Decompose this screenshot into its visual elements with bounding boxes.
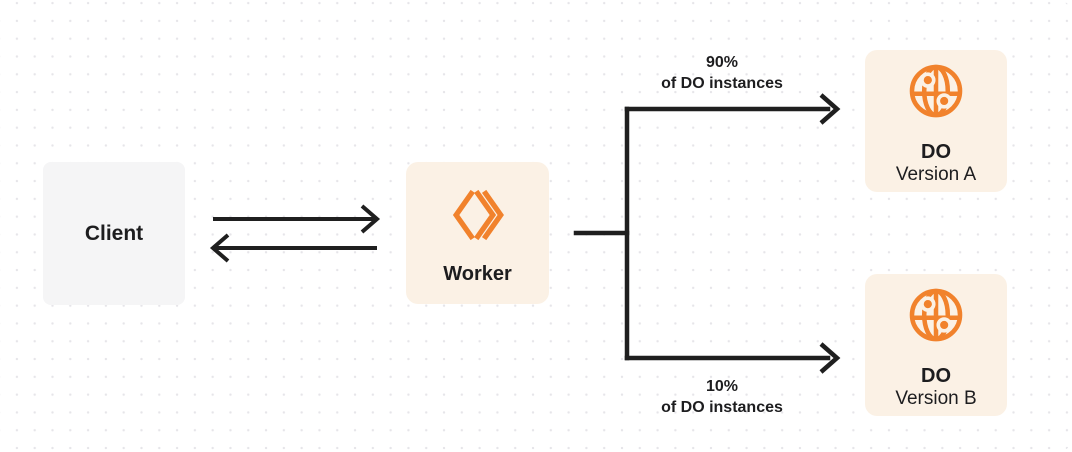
- client-to-worker-arrow: [213, 204, 381, 234]
- branch-b-label: 10% of DO instances: [622, 376, 822, 418]
- client-node: Client: [43, 162, 185, 305]
- worker-fork-line: [573, 106, 630, 361]
- do-version-b-node: DO Version B: [865, 274, 1007, 416]
- branch-b-caption: of DO instances: [661, 399, 783, 416]
- worker-to-client-arrow: [209, 233, 377, 263]
- do-b-title: DO: [921, 365, 951, 387]
- branch-arrow-version-b: [624, 342, 841, 374]
- cloudflare-workers-icon: [450, 187, 506, 243]
- do-b-subtitle: Version B: [895, 388, 977, 409]
- do-version-a-node: DO Version A: [865, 50, 1007, 192]
- branch-a-caption: of DO instances: [661, 75, 783, 92]
- branch-a-percent: 90%: [705, 54, 739, 71]
- worker-label: Worker: [443, 262, 512, 285]
- do-a-subtitle: Version A: [895, 164, 977, 185]
- branch-arrow-version-a: [624, 93, 841, 125]
- durable-object-globe-icon: [907, 62, 965, 120]
- branch-a-label: 90% of DO instances: [622, 52, 822, 94]
- do-a-title: DO: [921, 141, 951, 163]
- worker-node: Worker: [406, 162, 549, 304]
- client-label: Client: [84, 221, 144, 245]
- durable-object-globe-icon: [907, 286, 965, 344]
- branch-b-percent: 10%: [705, 378, 739, 395]
